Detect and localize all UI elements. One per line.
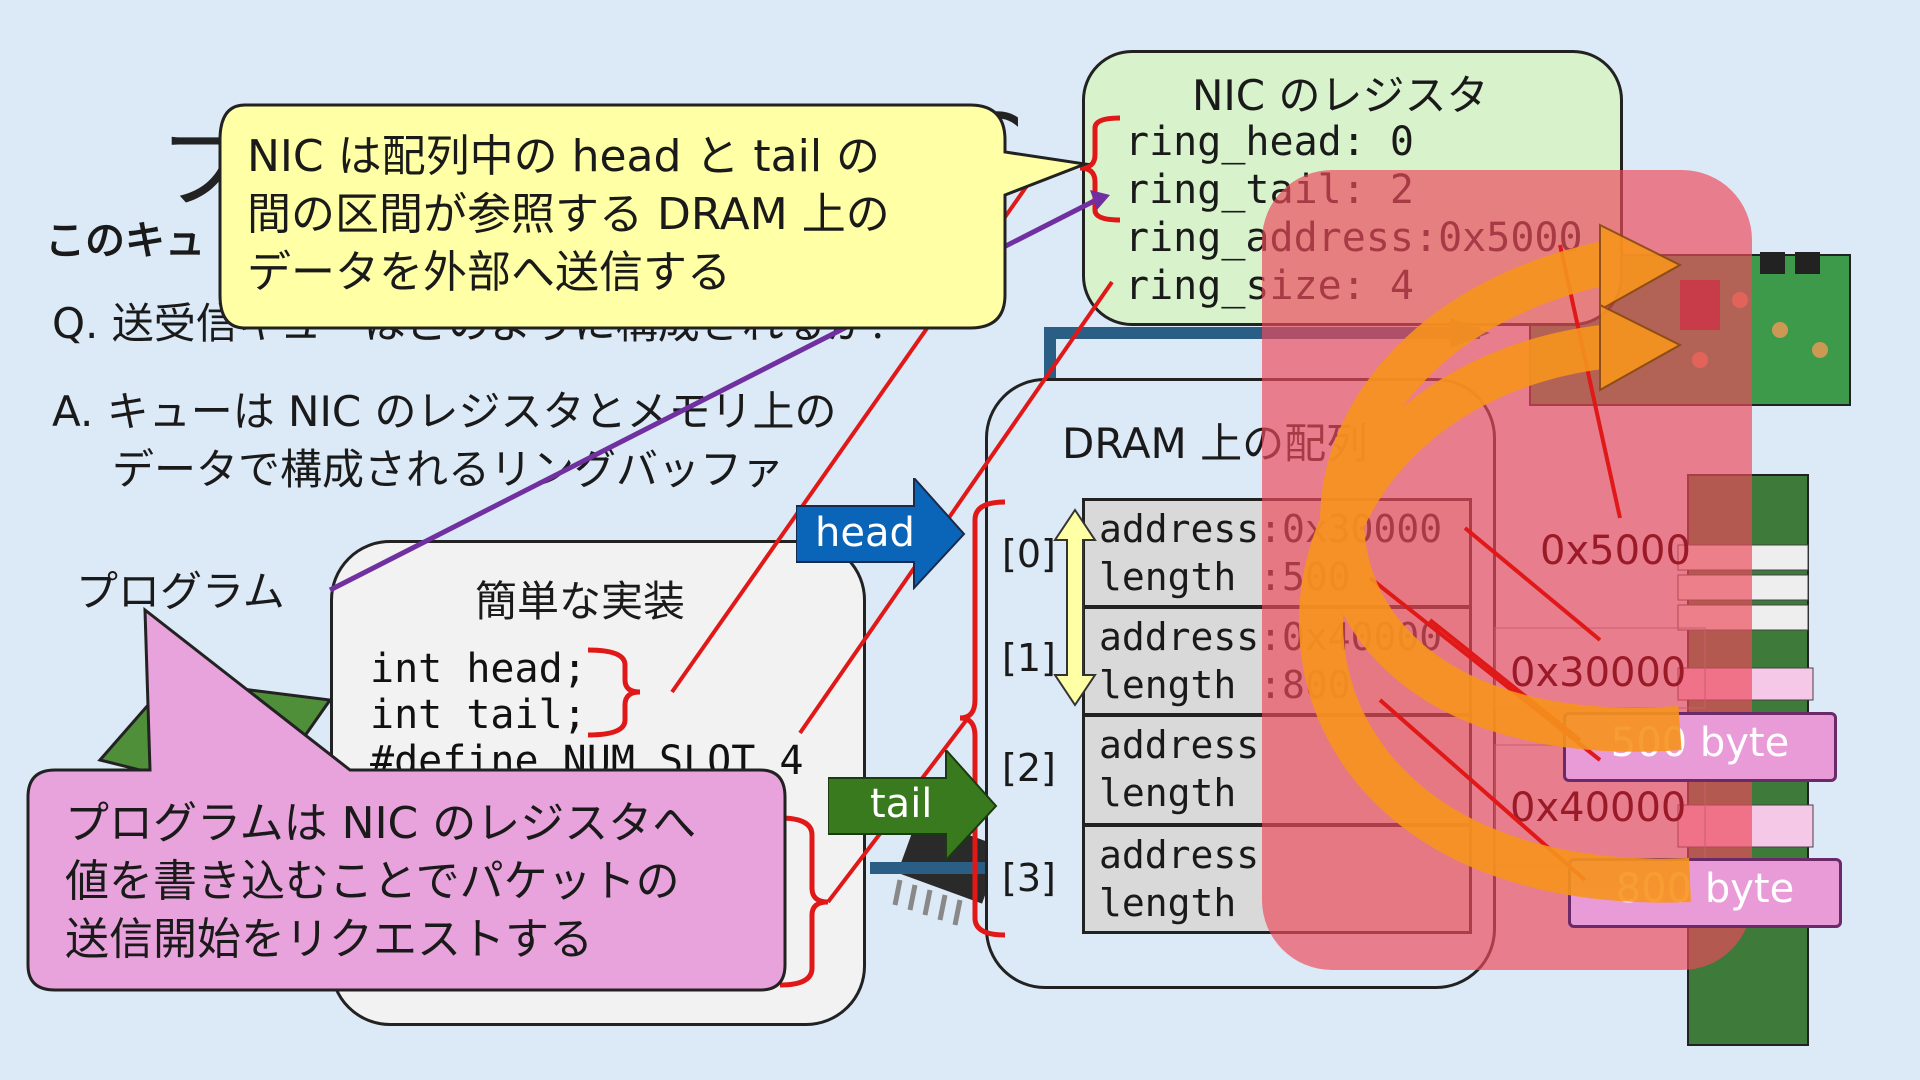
code-line-tail: int tail; <box>370 692 587 738</box>
slot-3-address: address <box>1099 833 1260 877</box>
slot-2-address: address <box>1099 723 1260 767</box>
register-bracket <box>1079 115 1121 223</box>
code-bracket <box>587 647 641 738</box>
pink-callout-text: プログラムは NIC のレジスタへ 値を書き込むことでパケットの 送信開始をリク… <box>65 798 697 965</box>
register-ring-head: ring_head: 0 <box>1125 119 1414 165</box>
head-tail-range-arrow <box>1053 508 1097 707</box>
slot-2-length: length <box>1099 771 1237 815</box>
slot-index-3: [3] <box>1002 856 1056 900</box>
nic-register-title: NIC のレジスタ <box>1192 71 1489 120</box>
answer-text-line1: A. キューは NIC のレジスタとメモリ上の <box>52 387 837 436</box>
program-label: プログラム <box>76 567 285 616</box>
tail-pointer-tag <box>828 750 998 862</box>
transmit-arrows <box>1299 223 1691 903</box>
answer-text-line2: データで構成されるリングバッファ <box>112 445 785 494</box>
memory-address-0x40000: 0x40000 <box>1510 785 1687 831</box>
memory-address-0x5000: 0x5000 <box>1540 528 1691 574</box>
implementation-title: 簡単な実装 <box>475 577 686 626</box>
tail-tag-label: tail <box>870 781 933 827</box>
slot-index-1: [1] <box>1002 636 1056 680</box>
head-pointer-tag <box>796 478 966 590</box>
array-bracket <box>959 499 1006 938</box>
pink-callout-shape <box>26 606 787 992</box>
code-line-head: int head; <box>370 646 587 692</box>
slot-index-0: [0] <box>1002 532 1056 576</box>
packet-800-byte: 800 byte <box>1568 858 1842 928</box>
head-tag-label: head <box>815 510 915 556</box>
slot-3-length: length <box>1099 881 1237 925</box>
yellow-callout-shape <box>218 103 1091 330</box>
slot-index-2: [2] <box>1002 746 1056 790</box>
slide-subtitle-fragment: このキュ <box>45 218 205 264</box>
yellow-callout-text: NIC は配列中の head と tail の 間の区間が参照する DRAM 上… <box>247 131 890 298</box>
memory-address-0x30000: 0x30000 <box>1510 650 1687 696</box>
